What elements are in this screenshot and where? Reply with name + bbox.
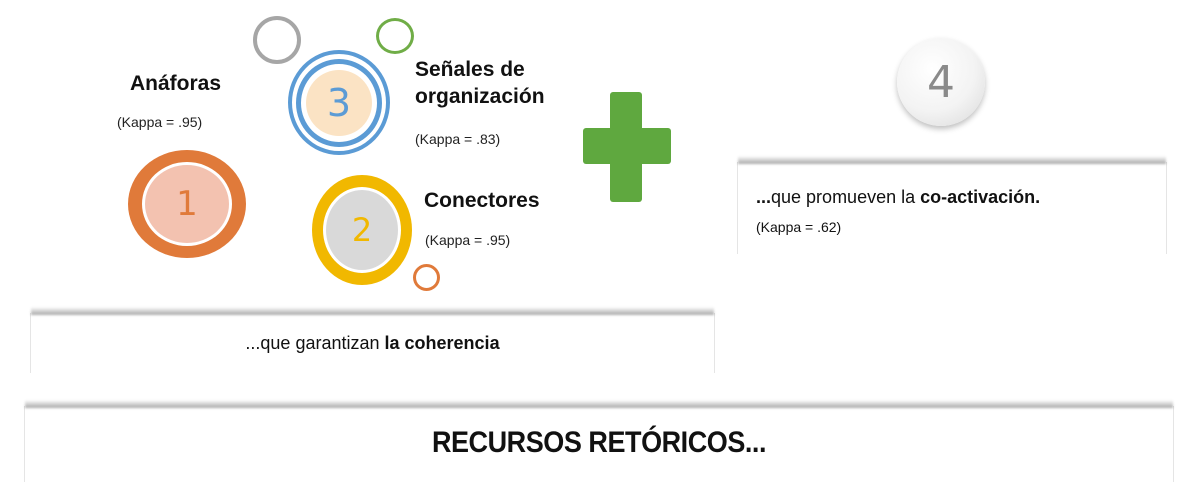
decorative-ring-green [376,18,414,54]
circle-3-number: 3 [306,69,372,136]
coherence-box: ...que garantizan la coherencia [30,313,715,373]
coactivation-box: ...que promueven la co-activación. (Kapp… [737,162,1167,254]
plus-icon-horizontal [583,128,671,164]
label-senales: Señales de organización [415,58,545,108]
circle-1-number: 1 [142,162,232,246]
circle-2: 2 [312,175,412,285]
coactivation-text: ...que promueven la co-activación. [756,187,1041,207]
label-anaforas: Anáforas [130,72,222,95]
decorative-ring-orange [413,264,440,291]
kappa-conectores: (Kappa = .95) [425,232,511,248]
label-conectores: Conectores [424,189,540,212]
kappa-senales: (Kappa = .83) [415,131,501,147]
title-box: RECURSOS RETÓRICOS... [24,406,1174,482]
circle-2-number: 2 [323,187,401,273]
title-text: RECURSOS RETÓRICOS... [431,426,767,459]
kappa-coactivation: (Kappa = .62) [756,219,842,235]
circle-4: 4 [897,38,985,126]
decorative-ring-gray [253,16,301,64]
circle-1: 1 [128,150,246,258]
coherence-text: ...que garantizan la coherencia [245,333,500,353]
circle-3: 3 [288,50,390,155]
kappa-anaforas: (Kappa = .95) [117,114,203,130]
